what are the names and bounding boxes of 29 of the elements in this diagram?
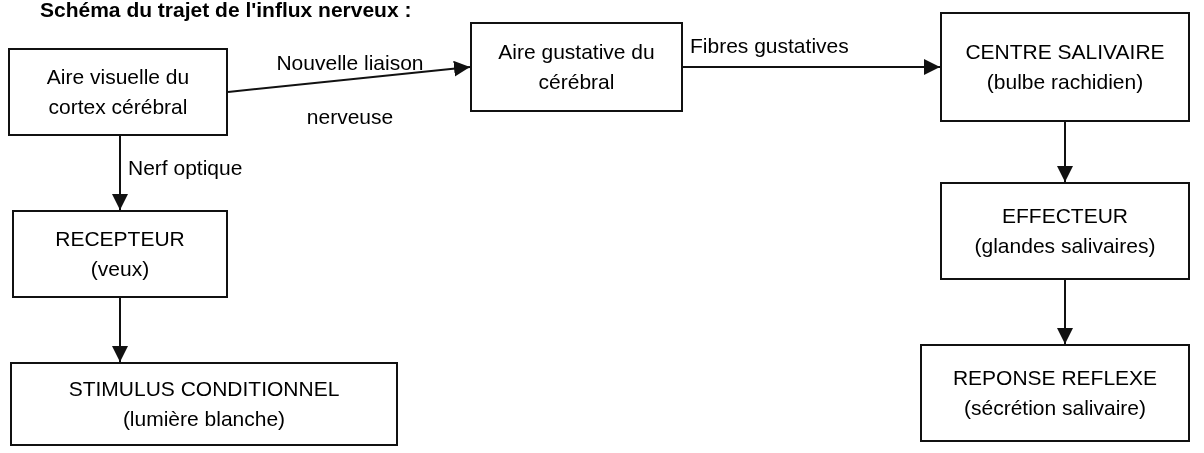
box-text: EFFECTEUR — [1002, 203, 1128, 229]
title: Schéma du trajet de l'influx nerveux : — [40, 0, 412, 22]
process-box — [940, 182, 1190, 280]
process-box — [10, 362, 398, 446]
arrow — [227, 60, 471, 93]
box-text: (sécrétion salivaire) — [963, 395, 1147, 421]
process-box — [12, 210, 228, 298]
arrow — [1057, 121, 1073, 183]
box-text: RECEPTEUR — [55, 226, 185, 252]
arrow — [112, 135, 128, 211]
edge-label: Nerf optique — [128, 155, 243, 181]
box-text: (lumière blanche) — [122, 406, 286, 432]
arrow — [1057, 279, 1073, 345]
box-text: CENTRE SALIVAIRE — [965, 39, 1165, 65]
edge-label: Nouvelle liaison nerveuse — [275, 50, 425, 130]
box-text: STIMULUS CONDITIONNEL — [68, 376, 340, 402]
box-text: (glandes salivaires) — [974, 233, 1156, 259]
edge-label: Fibres gustatives — [690, 33, 849, 59]
box-text: REPONSE REFLEXE — [952, 365, 1158, 391]
process-box — [8, 48, 228, 136]
process-box — [920, 344, 1190, 442]
arrow — [112, 297, 128, 363]
box-text: Aire visuelle du cortex cérébral — [45, 64, 191, 120]
arrow — [682, 59, 941, 75]
process-box — [470, 22, 683, 112]
box-text: (veux) — [90, 256, 150, 282]
box-text: (bulbe rachidien) — [986, 69, 1144, 95]
process-box — [940, 12, 1190, 122]
box-text: Aire gustative du cérébral — [497, 39, 656, 95]
